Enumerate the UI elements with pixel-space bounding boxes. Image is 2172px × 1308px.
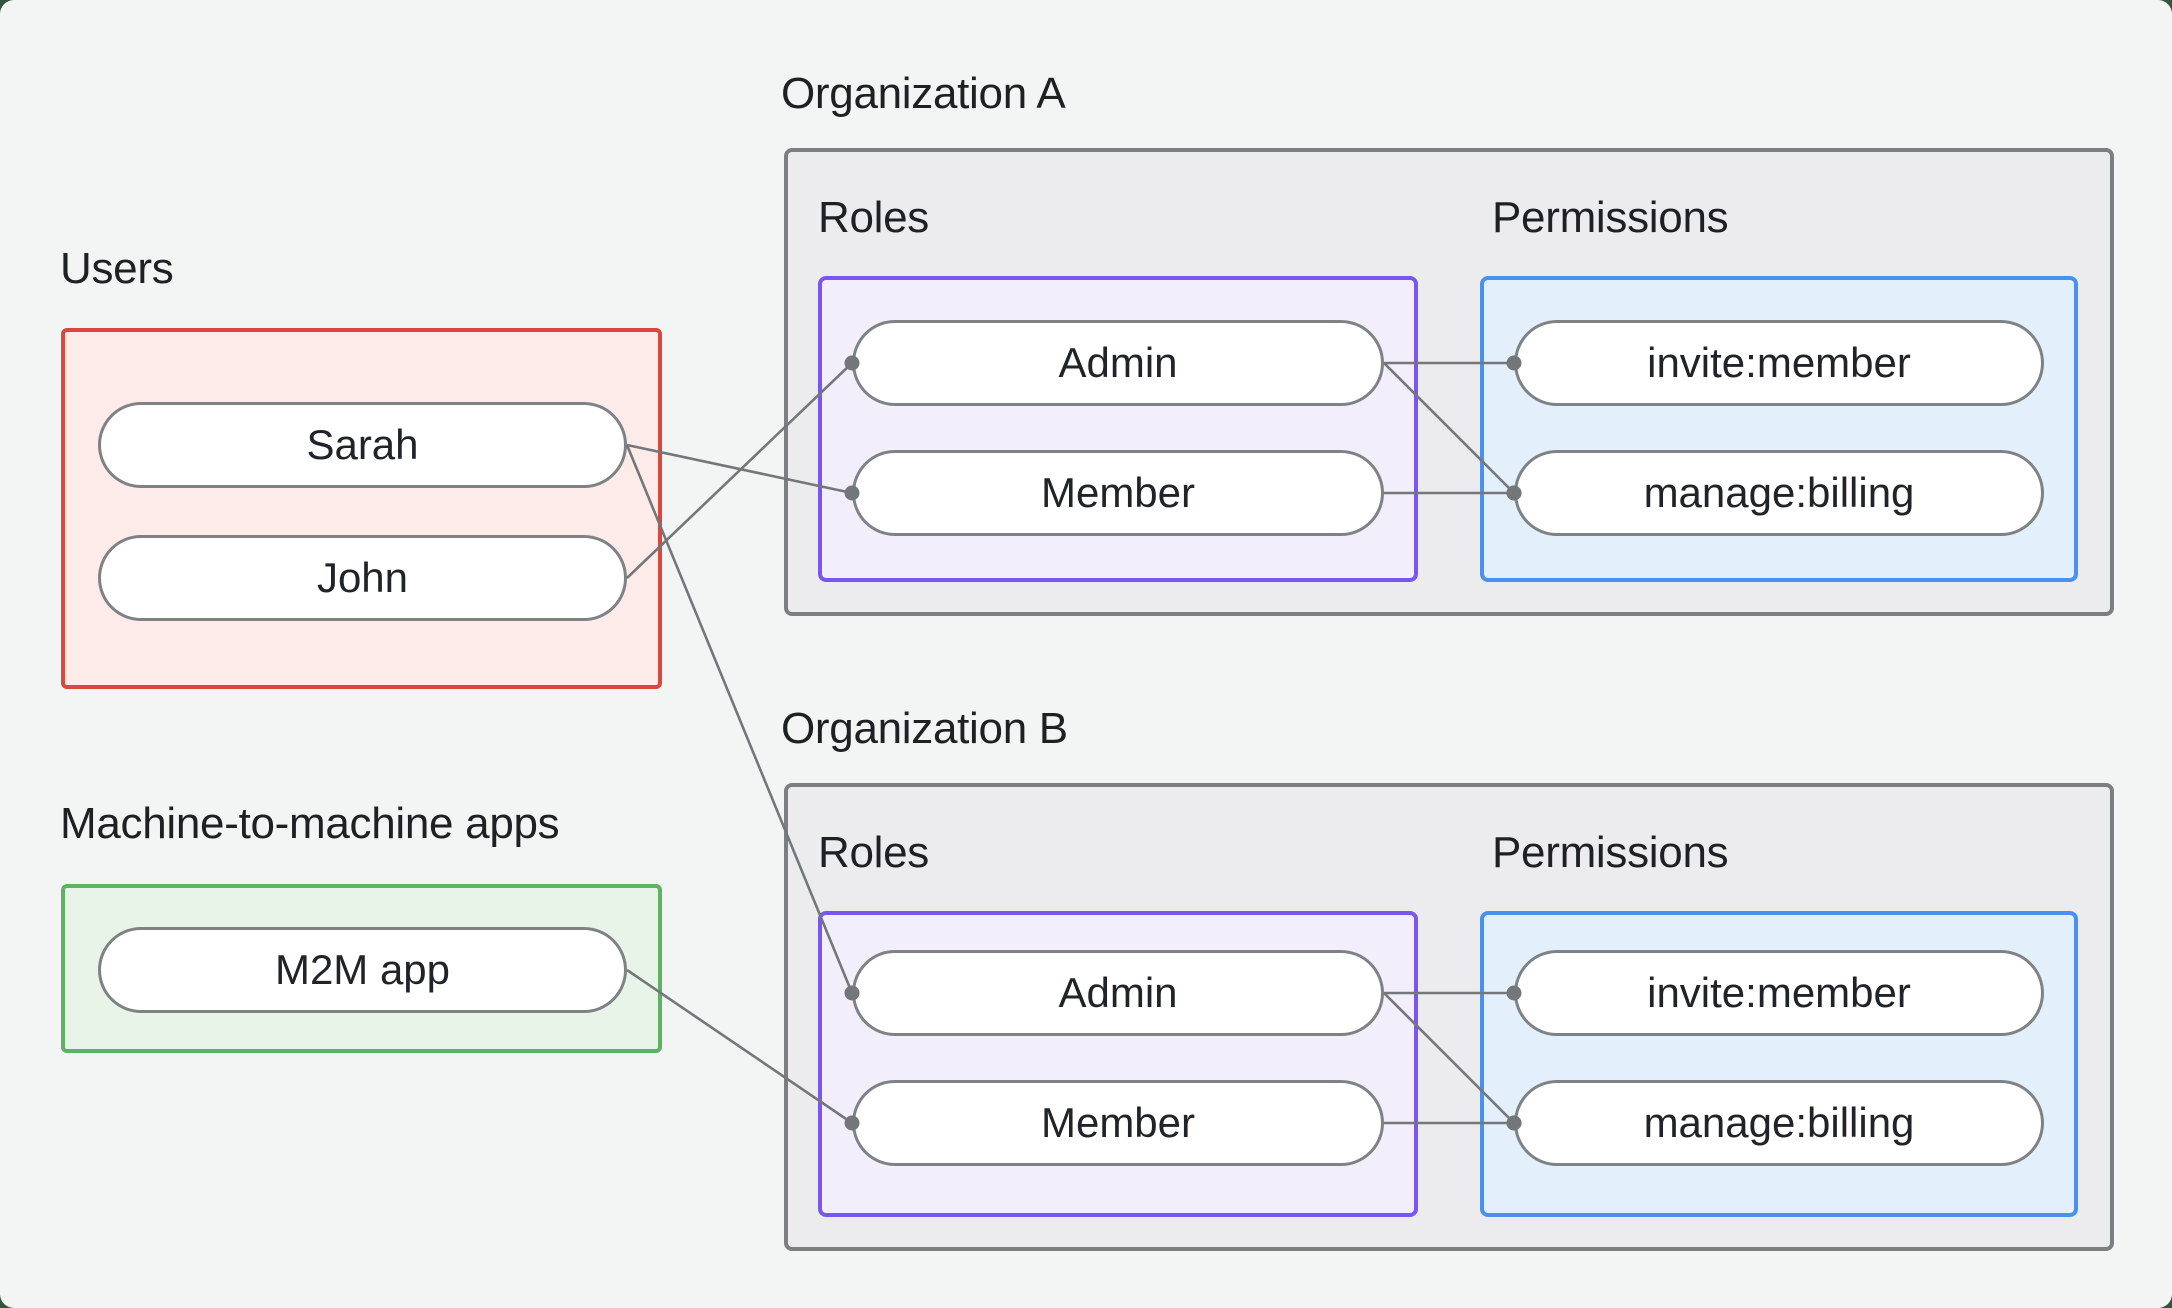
org-b-permission-manage-billing-label: manage:billing [1643, 1099, 1915, 1146]
org-b-permission-manage-billing: manage:billing [1514, 1080, 2044, 1166]
user-node-sarah-label: Sarah [306, 421, 419, 468]
org-b-permissions-label: Permissions [1492, 828, 1729, 877]
org-a-role-admin: Admin [852, 320, 1384, 406]
org-a-role-admin-label: Admin [1058, 339, 1178, 386]
m2m-app-node: M2M app [98, 927, 627, 1013]
user-node-john-label: John [316, 554, 409, 601]
user-node-john: John [98, 535, 627, 621]
org-b-roles-label: Roles [818, 828, 929, 877]
m2m-app-node-label: M2M app [274, 946, 451, 993]
m2m-group-label: Machine-to-machine apps [60, 799, 560, 848]
users-group-box [61, 328, 662, 689]
org-a-roles-label: Roles [818, 193, 929, 242]
org-a-role-member: Member [852, 450, 1384, 536]
org-a-permission-manage-billing: manage:billing [1514, 450, 2044, 536]
org-a-title: Organization A [781, 69, 1066, 118]
user-node-sarah: Sarah [98, 402, 627, 488]
org-b-role-member: Member [852, 1080, 1384, 1166]
org-b-title: Organization B [781, 704, 1068, 753]
org-b-permission-invite-member: invite:member [1514, 950, 2044, 1036]
org-b-role-admin: Admin [852, 950, 1384, 1036]
org-b-role-admin-label: Admin [1058, 969, 1178, 1016]
org-a-permissions-label: Permissions [1492, 193, 1729, 242]
org-b-permission-invite-member-label: invite:member [1647, 969, 1911, 1016]
org-a-permission-manage-billing-label: manage:billing [1643, 469, 1915, 516]
org-a-permission-invite-member-label: invite:member [1647, 339, 1911, 386]
users-group-label: Users [60, 244, 174, 293]
org-a-role-member-label: Member [1040, 469, 1196, 516]
org-a-permission-invite-member: invite:member [1514, 320, 2044, 406]
org-b-role-member-label: Member [1040, 1099, 1196, 1146]
